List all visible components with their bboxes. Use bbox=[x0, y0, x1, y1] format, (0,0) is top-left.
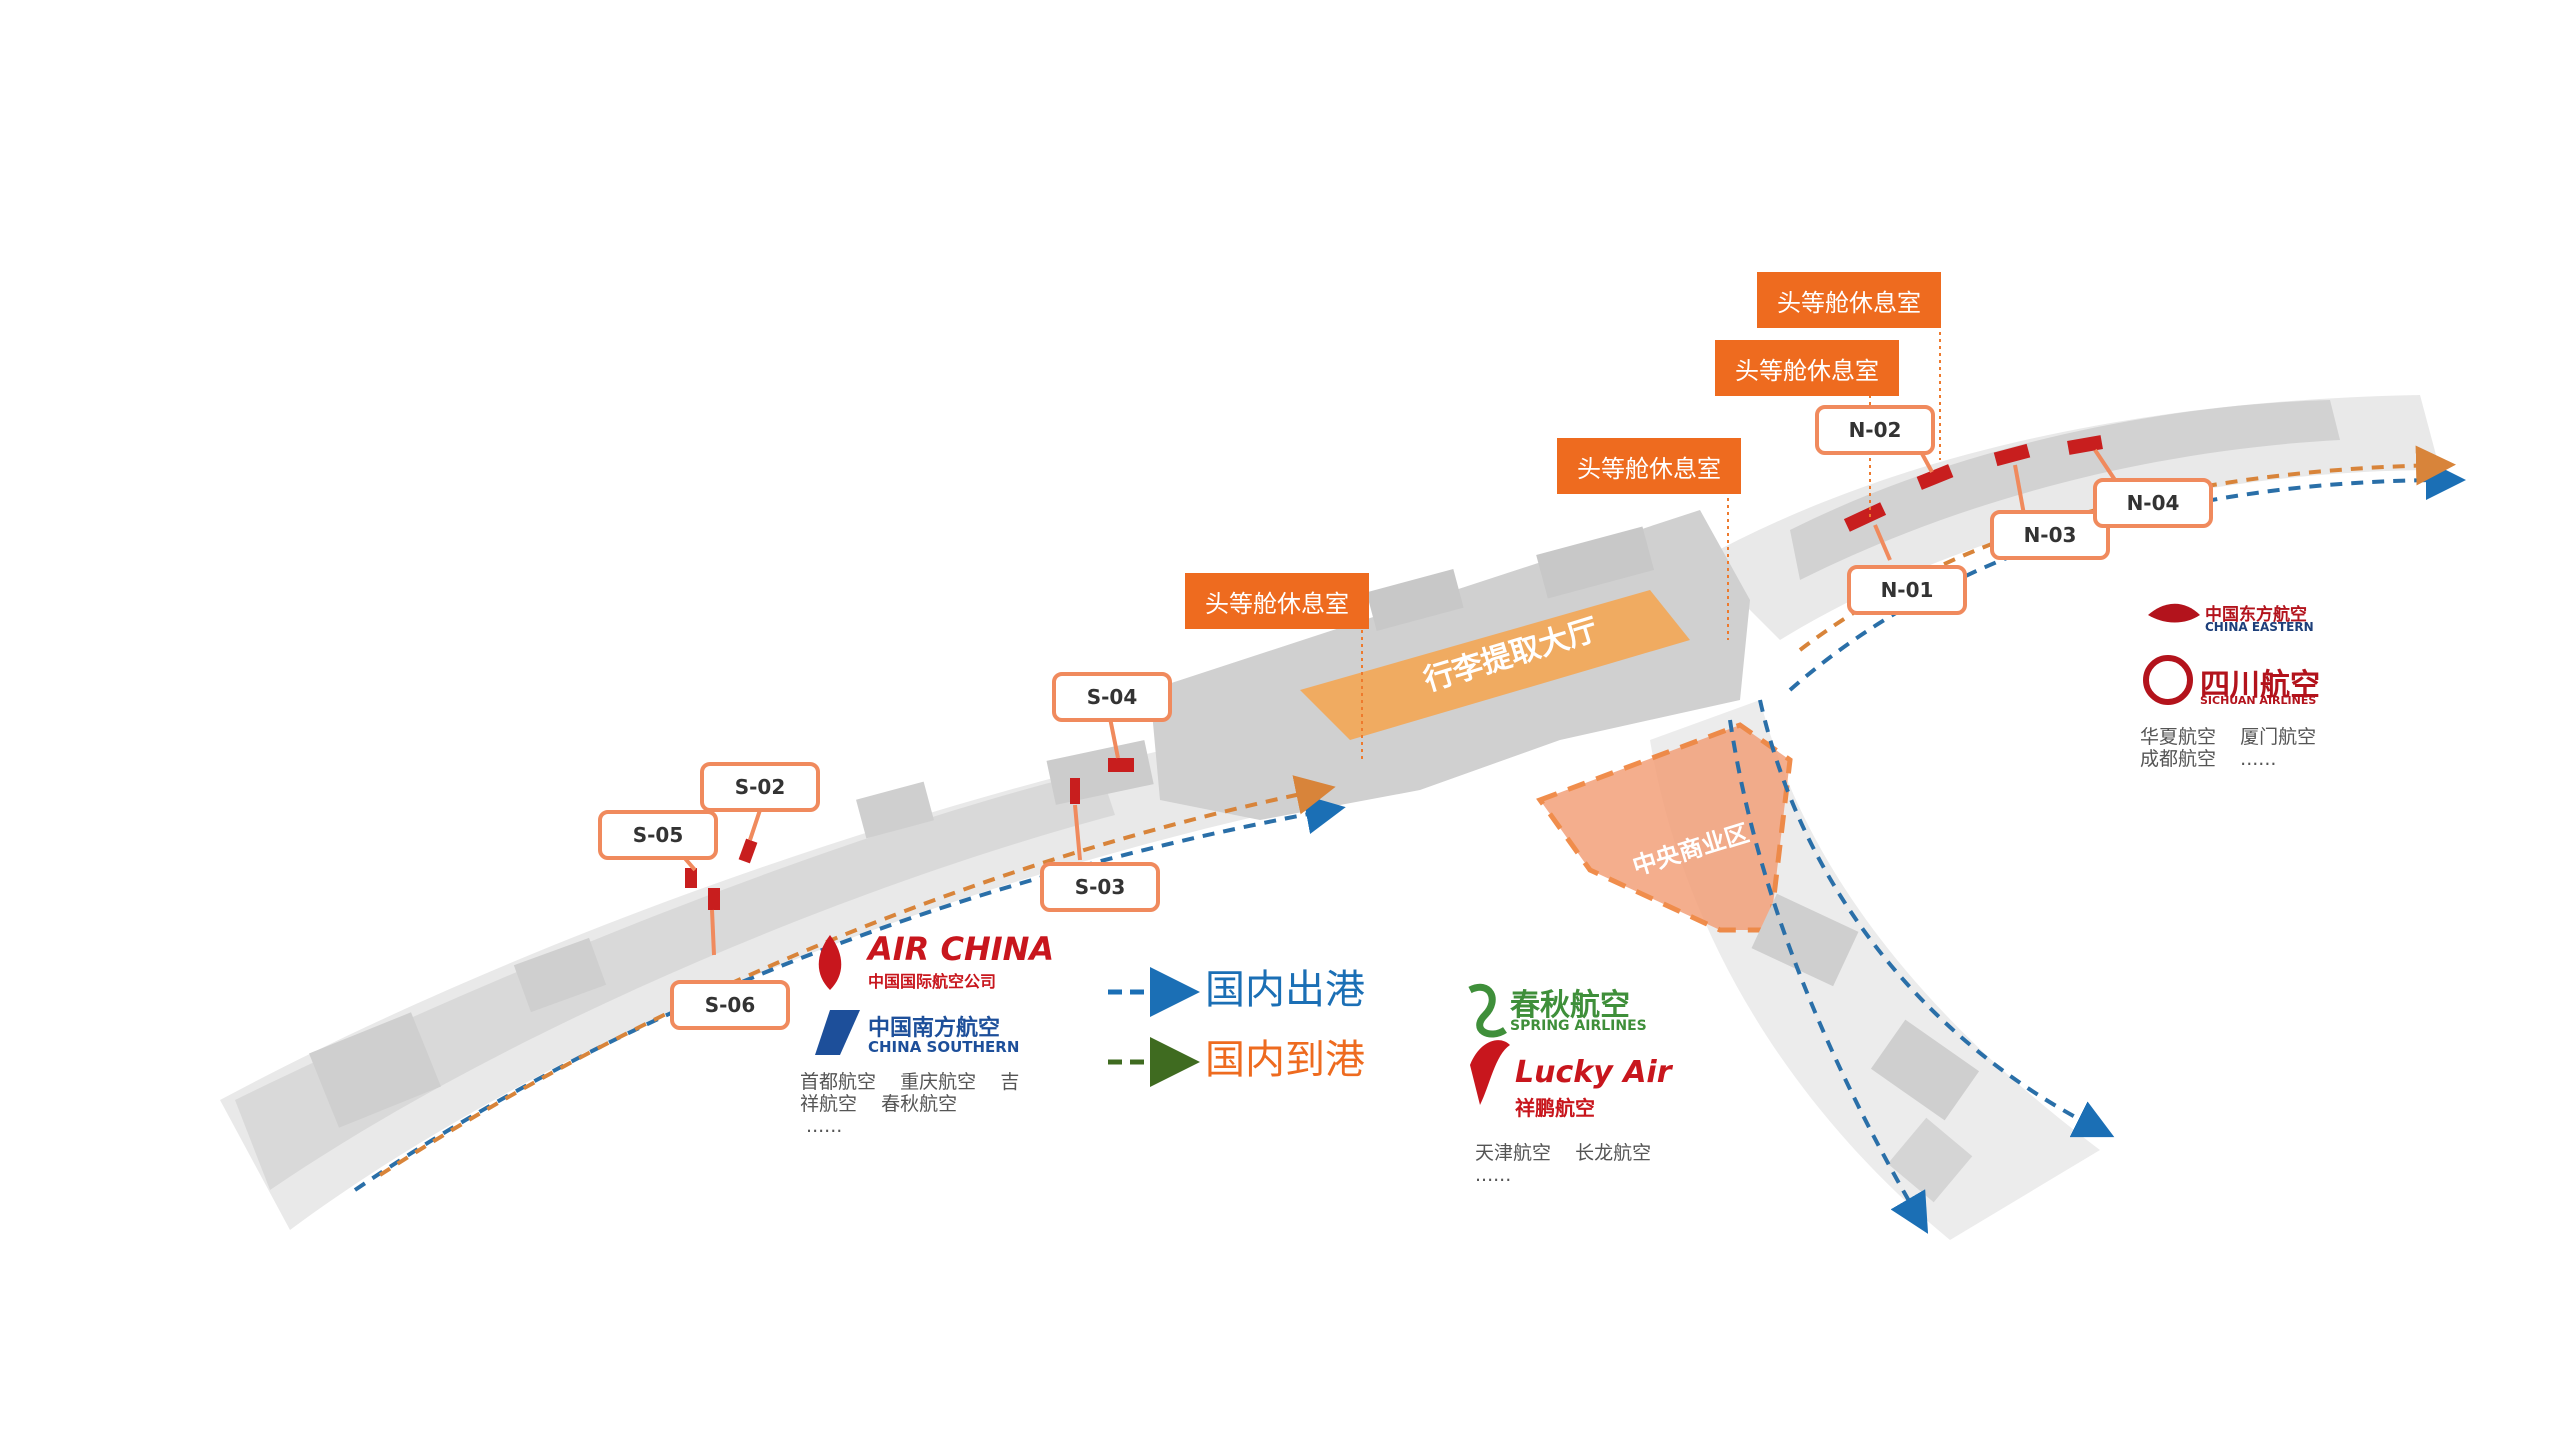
callout-s02[interactable]: S-02 bbox=[700, 762, 820, 812]
west-block-3 bbox=[856, 781, 934, 839]
callout-n03[interactable]: N-03 bbox=[1990, 510, 2110, 560]
gate-label-s03: S-03 bbox=[1074, 875, 1126, 899]
china-southern-logo-mark bbox=[815, 1010, 860, 1055]
legend-arrival-text: 国内到港 bbox=[1205, 1037, 1365, 1083]
callout-n04[interactable]: N-04 bbox=[2093, 478, 2213, 528]
gate-marker-s06 bbox=[708, 888, 720, 910]
callout-pointer-s04 bbox=[1108, 717, 1120, 759]
west-block-1 bbox=[309, 1012, 441, 1128]
lounge-label-2[interactable]: 头等舱休息室 bbox=[1557, 438, 1741, 494]
lucky-air-logo-cn: 祥鹏航空 bbox=[1515, 1096, 1595, 1120]
callout-n02[interactable]: N-02 bbox=[1815, 405, 1935, 455]
gate-label-s04: S-04 bbox=[1086, 685, 1138, 709]
south-block-3 bbox=[1887, 1117, 1973, 1203]
baggage-hall-shape bbox=[1300, 590, 1690, 740]
callout-s06[interactable]: S-06 bbox=[670, 980, 790, 1030]
south-block-2 bbox=[1870, 1019, 1980, 1121]
west-concourse bbox=[220, 720, 1330, 1230]
eastern-logo-mark bbox=[2148, 603, 2200, 623]
gate-marker-n02 bbox=[1916, 464, 1954, 490]
lounge-label-4[interactable]: 头等舱休息室 bbox=[1757, 272, 1941, 328]
central-block-2 bbox=[1536, 526, 1655, 599]
gate-marker-s03 bbox=[1070, 778, 1080, 804]
callout-s04[interactable]: S-04 bbox=[1052, 672, 1172, 722]
gate-label-s02: S-02 bbox=[734, 775, 786, 799]
legend-departure-text: 国内出港 bbox=[1205, 967, 1365, 1013]
callout-pointer-s02 bbox=[748, 809, 762, 841]
spring-airlines-logo: SPRING AIRLINES bbox=[1510, 1018, 1647, 1034]
gate-marker-s05 bbox=[685, 868, 697, 888]
callout-pointer-n01 bbox=[1873, 524, 1892, 561]
central-block-1 bbox=[1366, 569, 1464, 631]
lucky-air-logo-mark bbox=[1470, 1040, 1510, 1105]
gate-marker-s04 bbox=[1108, 758, 1134, 772]
air-china-logo: AIR CHINA bbox=[868, 930, 1055, 968]
departure-flow-west bbox=[353, 794, 1346, 1192]
air-china-logo-mark bbox=[818, 935, 842, 990]
west-building bbox=[235, 770, 1115, 1190]
south-block-1 bbox=[1751, 893, 1859, 987]
west-block-2 bbox=[513, 937, 607, 1013]
gate-label-s06: S-06 bbox=[704, 993, 756, 1017]
air-china-logo-cn: 中国国际航空公司 bbox=[868, 972, 997, 991]
china-southern-logo-cn: 中国南方航空 bbox=[868, 1016, 1001, 1041]
center-other-airlines: 天津航空 长龙航空 ...... bbox=[1475, 1142, 1652, 1186]
gate-label-s05: S-05 bbox=[632, 823, 684, 847]
china-eastern-logo: CHINA EASTERN bbox=[2205, 620, 2314, 634]
gate-label-n01: N-01 bbox=[1880, 578, 1934, 602]
west-other-airlines: 首都航空 重庆航空 吉 祥航空 春秋航空 ...... bbox=[800, 1071, 1020, 1137]
callout-n01[interactable]: N-01 bbox=[1847, 565, 1967, 615]
callout-pointer-s03 bbox=[1073, 804, 1082, 861]
gate-label-n04: N-04 bbox=[2126, 491, 2180, 515]
lucky-air-logo: Lucky Air bbox=[1515, 1055, 1672, 1090]
lounge-label-3[interactable]: 头等舱休息室 bbox=[1715, 340, 1899, 396]
china-southern-logo: CHINA SOUTHERN bbox=[868, 1038, 1020, 1056]
china-eastern-logo-cn: 中国东方航空 bbox=[2205, 605, 2307, 625]
spring-airlines-logo-cn: 春秋航空 bbox=[1510, 988, 1630, 1023]
callout-pointer-n04 bbox=[2093, 448, 2117, 482]
arrival-flow-west bbox=[378, 775, 1336, 1177]
sichuan-logo-mark bbox=[2143, 655, 2193, 705]
callout-s03[interactable]: S-03 bbox=[1040, 862, 1160, 912]
callout-pointer-s06 bbox=[710, 909, 716, 956]
callout-s05[interactable]: S-05 bbox=[598, 810, 718, 860]
gate-marker-n03 bbox=[1993, 443, 2031, 467]
gate-label-n03: N-03 bbox=[2023, 523, 2077, 547]
lounge-label-1[interactable]: 头等舱休息室 bbox=[1185, 573, 1369, 629]
departure-flow-south bbox=[1758, 699, 2115, 1138]
gate-marker-n04 bbox=[2067, 435, 2103, 455]
gate-marker-s02 bbox=[738, 838, 758, 864]
sichuan-airlines-logo: SICHUAN AIRLINES bbox=[2200, 694, 2317, 707]
east-building bbox=[1790, 400, 2340, 580]
central-business-shape bbox=[1536, 722, 1793, 933]
gate-marker-n01 bbox=[1843, 502, 1887, 532]
gate-label-n02: N-02 bbox=[1848, 418, 1902, 442]
spring-logo-mark bbox=[1468, 983, 1507, 1038]
east-other-airlines: 华夏航空 厦门航空 成都航空 ...... bbox=[2140, 726, 2317, 770]
sichuan-airlines-logo-cn: 四川航空 bbox=[2200, 668, 2320, 703]
